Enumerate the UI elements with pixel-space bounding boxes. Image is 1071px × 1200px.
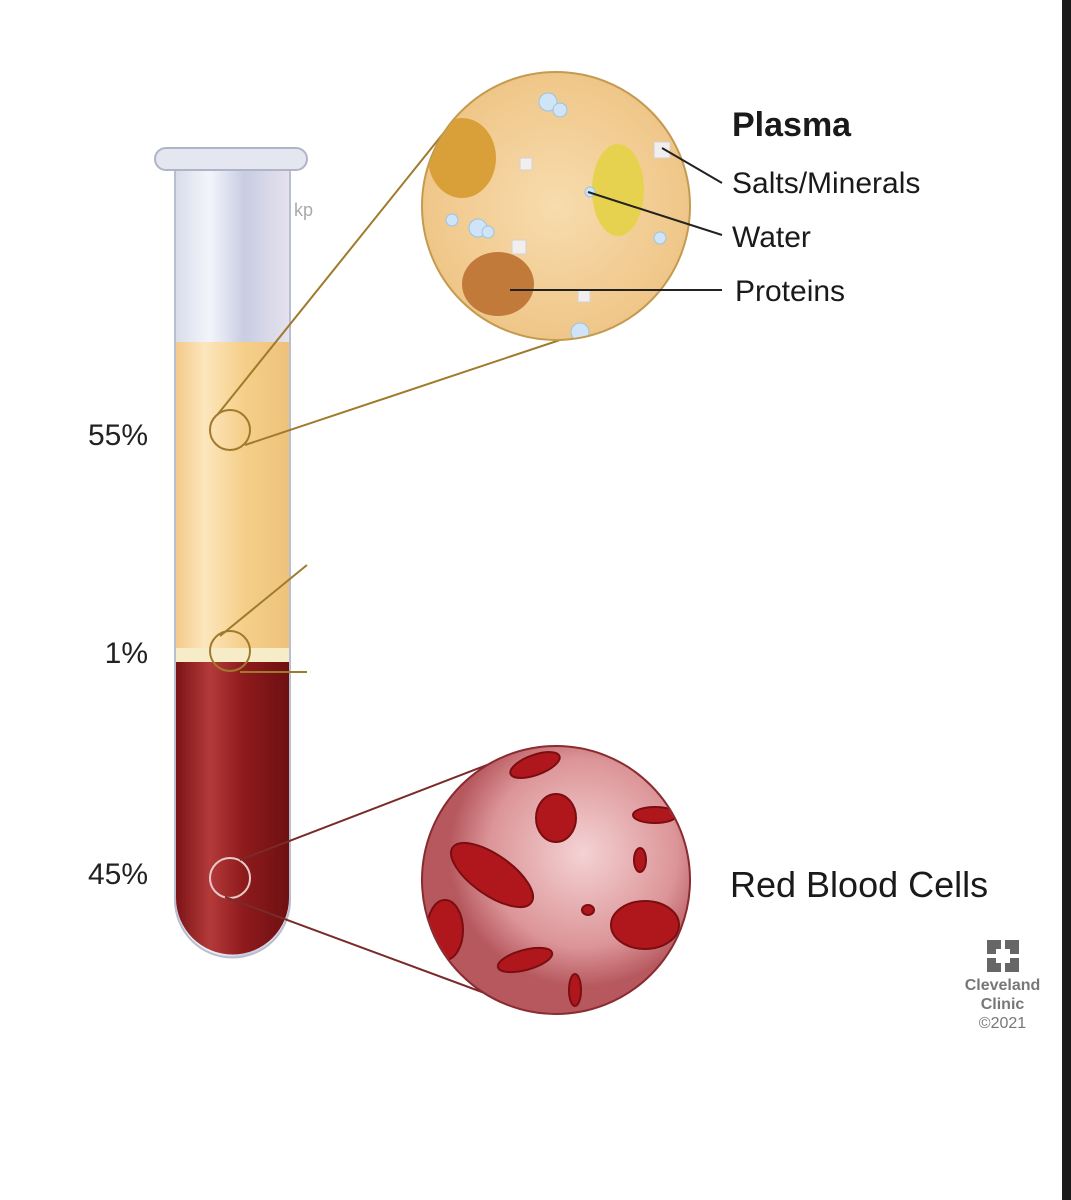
red-blood-cell: [535, 793, 577, 843]
protein-molecule: [592, 144, 644, 236]
clinic-logo-icon: [986, 940, 1019, 972]
cleveland-clinic-logo: Cleveland Clinic ©2021: [955, 940, 1050, 1033]
logo-name-line1: Cleveland: [964, 977, 1041, 994]
label-proteins: Proteins: [735, 275, 846, 308]
water-molecules: [445, 92, 667, 339]
red-blood-cell: [450, 841, 534, 909]
plasma-layer: [176, 342, 289, 648]
rbc-callout-lines: [209, 759, 501, 996]
artist-signature: kp: [294, 200, 313, 220]
plasma-percent: 55%: [87, 419, 148, 452]
red-cell-layer: [176, 662, 289, 955]
window-edge: [1062, 0, 1071, 1200]
copyright: ©2021: [978, 1015, 1027, 1032]
salt-crystals: [511, 141, 671, 303]
test-tube: kp: [154, 147, 313, 959]
plasma-magnified-circle: [421, 71, 691, 341]
protein-molecule: [428, 118, 496, 198]
red-blood-cell: [633, 847, 647, 873]
logo-name-line2: Clinic: [980, 996, 1025, 1013]
label-water: Water: [732, 221, 811, 254]
label-salts-minerals: Salts/Minerals: [732, 167, 921, 200]
plasma-title: Plasma: [732, 106, 852, 144]
red-blood-cells-label: Red Blood Cells: [730, 864, 989, 905]
red-blood-cell: [509, 751, 561, 779]
rbc-magnified-circle: [421, 745, 691, 1015]
rbc-percent: 45%: [87, 858, 148, 891]
plasma-callout-lines: [209, 124, 576, 673]
plasma-label-leaders: [510, 147, 723, 291]
red-blood-cell: [610, 900, 680, 950]
buffy-coat-layer: [176, 648, 289, 662]
protein-molecule: [462, 252, 534, 316]
tube-rim: [154, 147, 308, 171]
red-blood-cell: [496, 946, 554, 974]
red-blood-cell: [568, 973, 582, 1007]
buffy-coat-percent: 1%: [104, 637, 148, 670]
red-blood-cell: [581, 904, 595, 916]
